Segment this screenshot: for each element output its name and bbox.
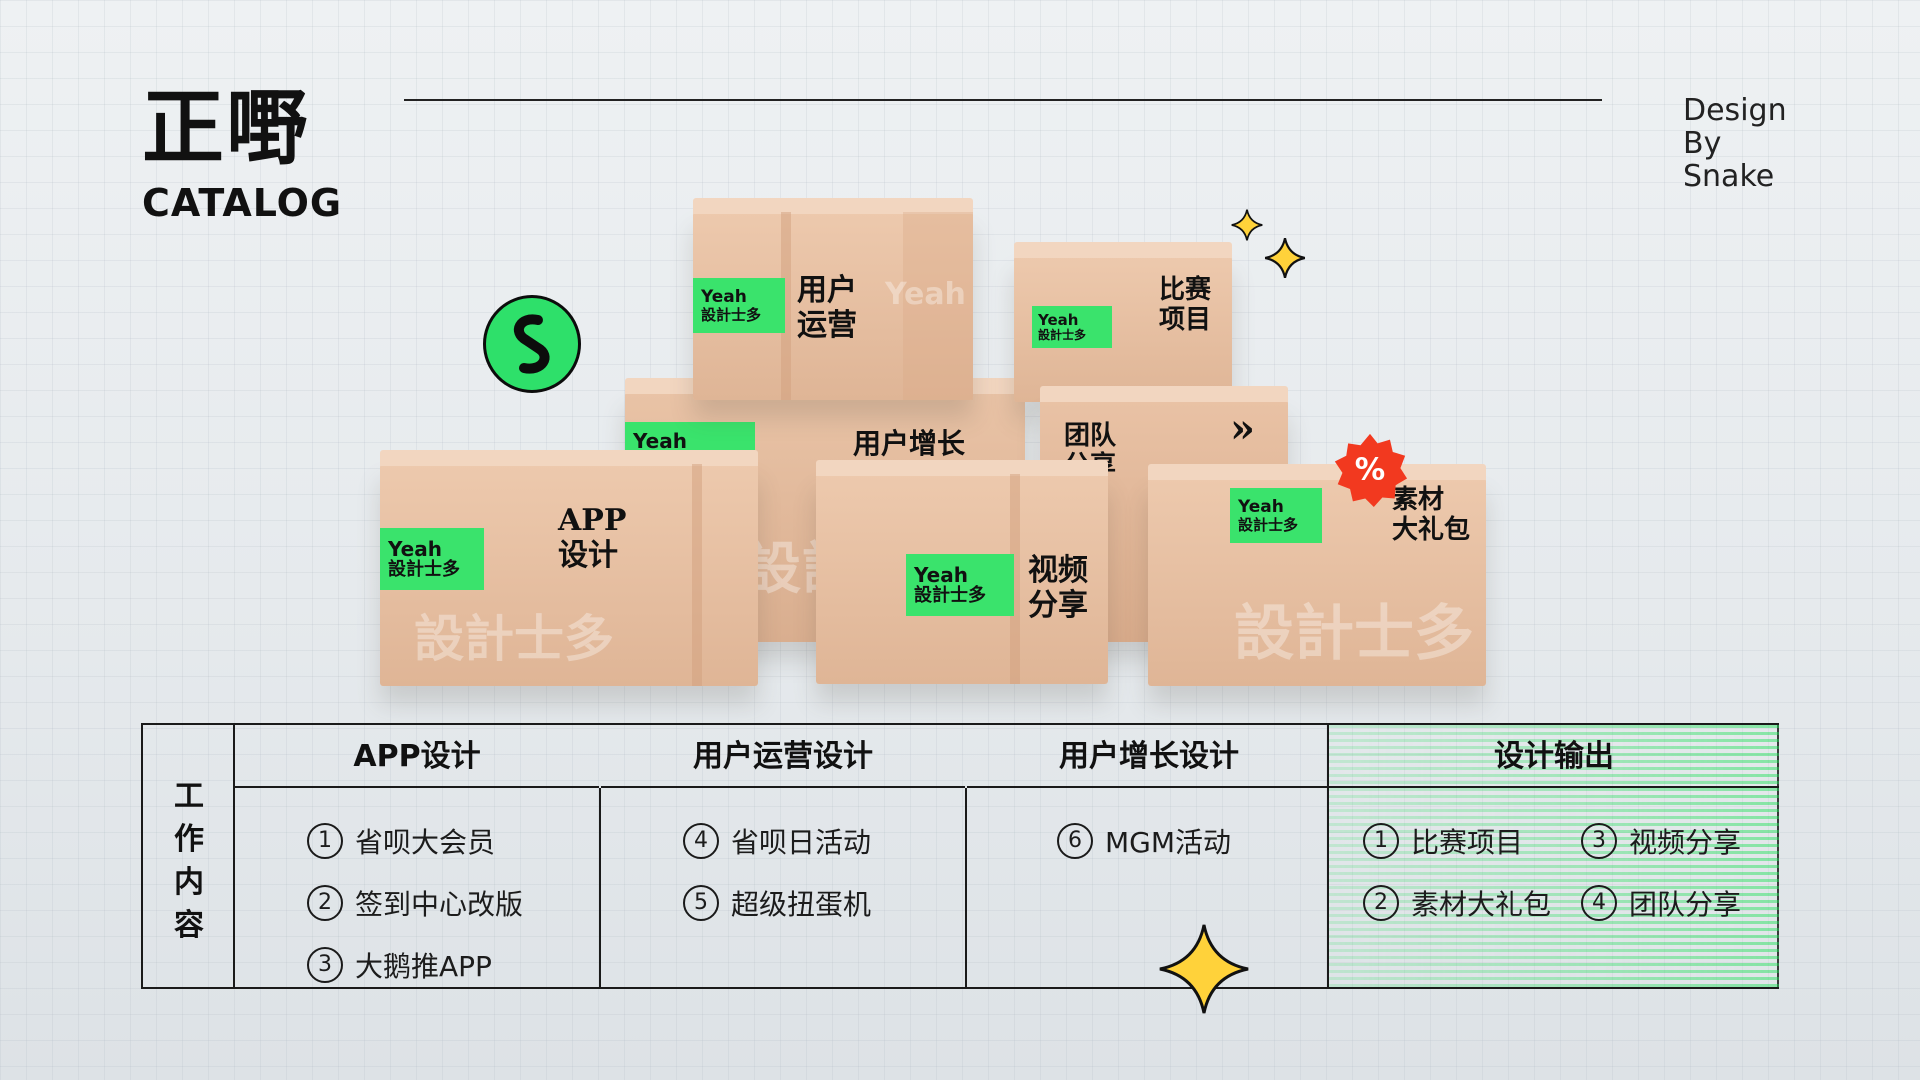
box-contest: Yeah 設計士多 比赛 项目 <box>1014 242 1232 402</box>
item-number: 3 <box>307 947 343 983</box>
box-user-ops: Yeah 設計士多 用户 运营 Yeah <box>693 198 973 400</box>
column-divider <box>1327 725 1329 987</box>
table-item: 1 省呗大会员 <box>307 810 599 872</box>
row-header-char: 容 <box>174 908 204 943</box>
sparkle-medium-icon <box>1264 237 1306 279</box>
designer-credit: Design By Snake <box>1683 94 1787 193</box>
box-label-contest: 比赛 项目 <box>1159 275 1212 335</box>
arrows-icon: » <box>1230 405 1255 452</box>
item-text: 视频分享 <box>1629 826 1742 859</box>
column-header: APP设计 <box>235 725 599 788</box>
box-label-assets: 素材 大礼包 <box>1392 485 1471 545</box>
column-user-ops-design: 用户运营设计 4 省呗日活动 5 超级扭蛋机 <box>601 725 965 987</box>
box-label-app: APP 设计 <box>558 503 627 573</box>
column-header: 设计输出 <box>1329 725 1779 788</box>
row-header: 工 作 内 容 <box>143 725 235 987</box>
box-sticker: Yeah 設計士多 <box>1230 488 1322 544</box>
table-item: 2 素材大礼包 <box>1363 872 1551 934</box>
table-item: 4 团队分享 <box>1581 872 1741 934</box>
item-number: 2 <box>307 885 343 921</box>
item-text: 省呗大会员 <box>355 826 496 859</box>
box-label-user-ops: 用户 运营 <box>797 273 857 343</box>
item-text: 大鹅推APP <box>355 950 492 983</box>
item-number: 4 <box>683 823 719 859</box>
row-header-label: 工 作 内 容 <box>143 775 235 947</box>
item-text: 比赛项目 <box>1411 826 1524 859</box>
page-title: 正嘢 <box>142 81 311 176</box>
table-item: 1 比赛项目 <box>1363 810 1551 872</box>
credit-line-2: By <box>1683 126 1722 161</box>
item-text: MGM活动 <box>1105 826 1232 859</box>
table-item: 6 MGM活动 <box>1057 810 1331 872</box>
box-watermark: Yeah <box>885 277 966 312</box>
box-watermark: 設計士多 <box>1234 599 1474 669</box>
header-divider <box>404 99 1602 101</box>
column-design-output: 设计输出 1 比赛项目 2 素材大礼包 3 视频分享 4 团队分享 <box>1329 725 1779 987</box>
box-sticker: Yeah 設計士多 <box>380 528 484 590</box>
item-number: 2 <box>1363 885 1399 921</box>
box-label-user-growth: 用户增长 <box>853 427 966 460</box>
highlight-stripes <box>1327 725 1779 987</box>
item-number: 4 <box>1581 885 1617 921</box>
table-item: 3 大鹅推APP <box>307 934 599 996</box>
box-video: Yeah 設計士多 视频 分享 <box>816 460 1108 684</box>
column-header: 用户运营设计 <box>601 725 965 788</box>
column-app-design: APP设计 1 省呗大会员 2 签到中心改版 3 大鹅推APP <box>235 725 599 987</box>
box-app: Yeah 設計士多 APP 设计 設計士多 <box>380 450 758 686</box>
box-sticker: Yeah 設計士多 <box>1032 306 1112 348</box>
sparkle-small-icon <box>1231 209 1263 241</box>
box-watermark: 設計士多 <box>414 610 614 668</box>
column-divider <box>965 788 967 989</box>
box-label-video: 视频 分享 <box>1028 553 1088 623</box>
column-divider <box>599 788 601 989</box>
item-text: 省呗日活动 <box>731 826 872 859</box>
discount-badge-icon: % <box>1334 433 1408 508</box>
box-sticker: Yeah 設計士多 <box>906 554 1014 616</box>
row-header-char: 作 <box>174 822 204 857</box>
item-text: 团队分享 <box>1629 888 1742 921</box>
item-number: 3 <box>1581 823 1617 859</box>
table-item: 3 视频分享 <box>1581 810 1741 872</box>
item-text: 签到中心改版 <box>355 888 524 921</box>
column-header: 用户增长设计 <box>967 725 1331 788</box>
credit-line-1: Design <box>1683 93 1787 128</box>
item-text: 超级扭蛋机 <box>731 888 872 921</box>
badge-percent-text: % <box>1355 453 1385 488</box>
box-assets: Yeah 設計士多 素材 大礼包 設計士多 <box>1148 464 1486 686</box>
credit-line-3: Snake <box>1683 159 1775 194</box>
item-number: 1 <box>1363 823 1399 859</box>
column-user-growth-design: 用户增长设计 6 MGM活动 <box>967 725 1331 987</box>
brand-logo-icon <box>483 295 581 393</box>
item-number: 6 <box>1057 823 1093 859</box>
sparkle-large-icon <box>1159 924 1249 1014</box>
row-header-char: 内 <box>174 865 204 900</box>
box-sticker: Yeah 設計士多 <box>693 278 785 334</box>
item-text: 素材大礼包 <box>1411 888 1552 921</box>
work-content-table: 工 作 内 容 APP设计 1 省呗大会员 2 签到中心改版 3 大鹅推APP 用户运… <box>141 723 1779 989</box>
table-item: 5 超级扭蛋机 <box>683 872 965 934</box>
page-subtitle: CATALOG <box>142 181 343 225</box>
table-item: 2 签到中心改版 <box>307 872 599 934</box>
table-item: 4 省呗日活动 <box>683 810 965 872</box>
row-header-char: 工 <box>174 779 204 814</box>
item-number: 1 <box>307 823 343 859</box>
item-number: 5 <box>683 885 719 921</box>
